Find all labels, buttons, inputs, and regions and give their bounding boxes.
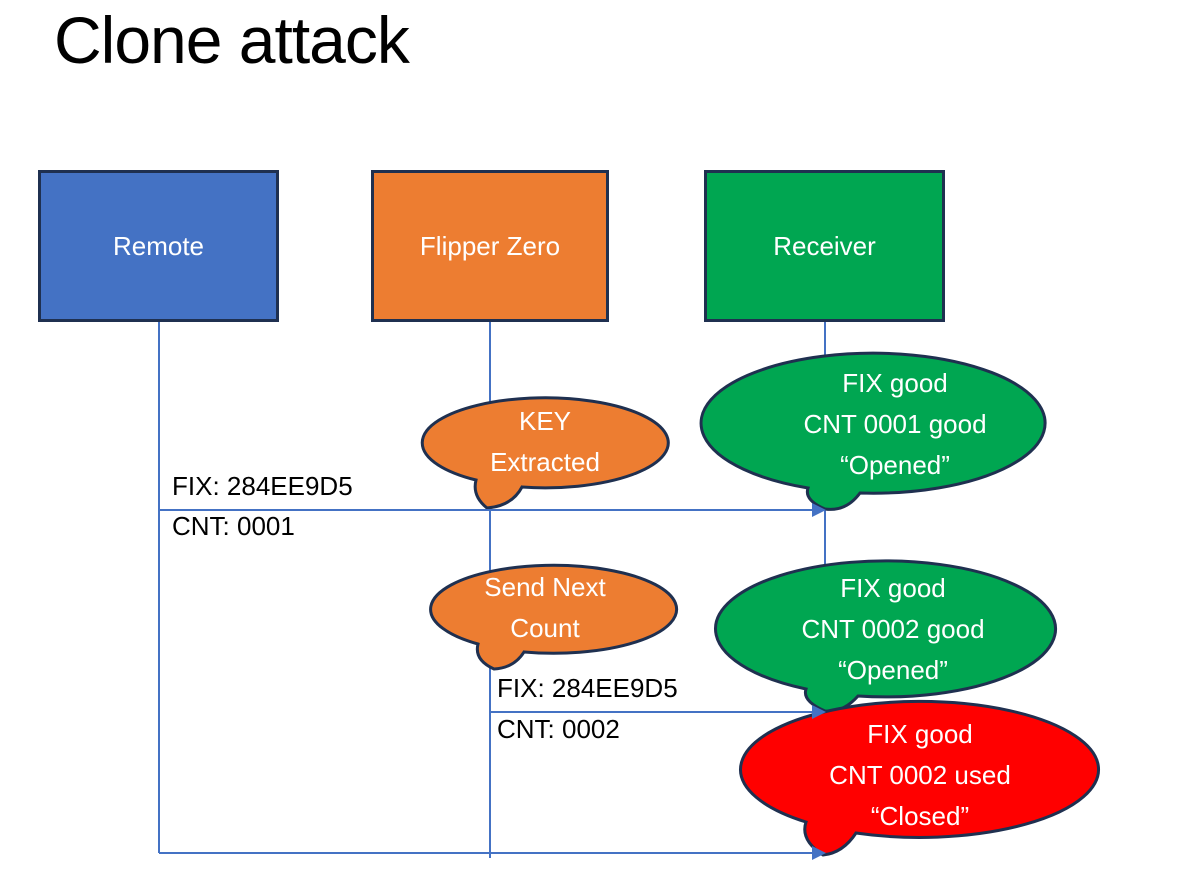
- callout-line: CNT 0002 good: [801, 614, 985, 644]
- callout-line: Extracted: [490, 447, 600, 477]
- message-arrow-1-head: [812, 503, 826, 517]
- actor-label-remote: Remote: [112, 230, 205, 261]
- callout-line: CNT 0002 used: [829, 760, 1011, 790]
- message-arrow-3-head: [812, 846, 826, 860]
- callout-line: “Closed”: [870, 801, 970, 831]
- callout-line: FIX good: [840, 573, 946, 603]
- callout-key-extracted-shape: [420, 396, 670, 510]
- callout-cnt-0001-good-text: FIX good CNT 0001 good “Opened”: [745, 363, 1045, 486]
- message-2-label-fix: FIX: 284EE9D5: [497, 673, 678, 703]
- callout-line: “Opened”: [840, 450, 950, 480]
- message-1-label-fix: FIX: 284EE9D5: [172, 471, 353, 501]
- slide-title: Clone attack: [54, 3, 410, 77]
- actor-box-receiver: Receiver: [704, 170, 945, 322]
- callout-send-next-count-shape: [429, 563, 679, 671]
- message-2-label-cnt: CNT: 0002: [497, 714, 620, 744]
- callout-line: FIX good: [867, 719, 973, 749]
- actor-box-remote: Remote: [38, 170, 279, 322]
- callout-key-extracted-text: KEY Extracted: [395, 401, 695, 483]
- actor-box-flipper-zero: Flipper Zero: [371, 170, 609, 322]
- message-1-label-cnt: CNT: 0001: [172, 511, 295, 541]
- callout-line: Send Next: [484, 572, 606, 602]
- callout-cnt-0002-good-text: FIX good CNT 0002 good “Opened”: [743, 568, 1043, 691]
- callout-cnt-0002-good-shape: [714, 559, 1057, 713]
- callout-line: CNT 0001 good: [803, 409, 987, 439]
- callout-line: FIX good: [842, 368, 948, 398]
- message-arrow-2-head: [812, 705, 826, 719]
- callout-cnt-0001-good-shape: [699, 351, 1047, 511]
- actor-label-flipper-zero: Flipper Zero: [419, 230, 561, 261]
- callout-cnt-0002-used-text: FIX good CNT 0002 used “Closed”: [770, 714, 1070, 837]
- callout-line: Count: [510, 613, 580, 643]
- callout-line: “Opened”: [838, 655, 948, 685]
- callout-send-next-count-text: Send Next Count: [395, 567, 695, 649]
- callout-line: KEY: [518, 406, 572, 436]
- actor-label-receiver: Receiver: [773, 230, 876, 261]
- callout-cnt-0002-used-shape: [739, 699, 1101, 857]
